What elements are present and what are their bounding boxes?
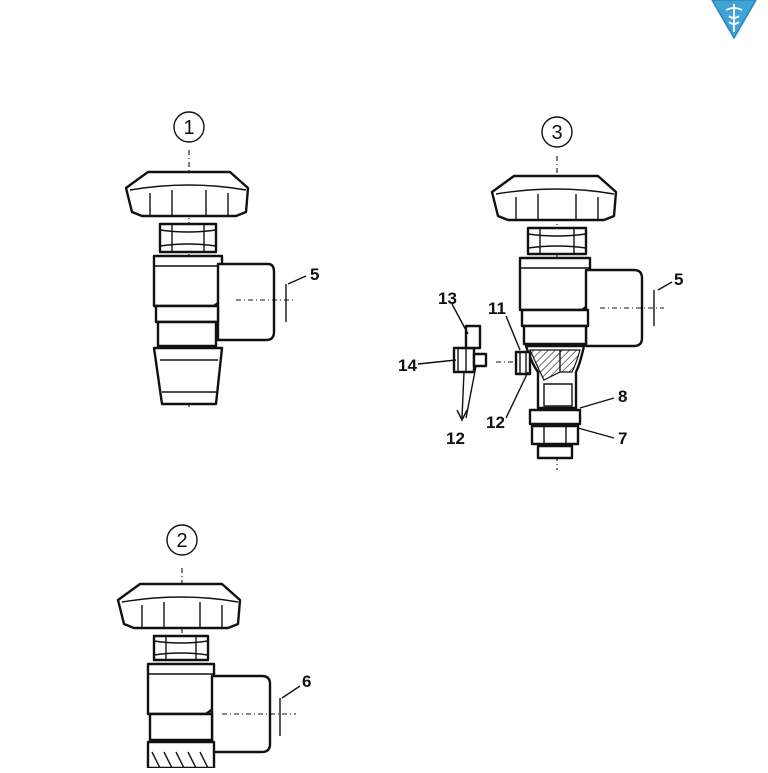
valve-view-3: 3 5 8: [398, 116, 683, 470]
handwheel: [490, 174, 618, 222]
valve-view-2: 2 6: [116, 524, 311, 770]
callout-13: 13: [438, 289, 457, 308]
gland-nut: [158, 222, 218, 254]
nut-8: [528, 408, 582, 426]
plug-11: [514, 350, 532, 376]
handwheel: [124, 170, 250, 218]
gland-nut: [152, 634, 210, 662]
valve-body: [146, 662, 216, 716]
view-number-circle: [166, 524, 198, 556]
side-outlet: [216, 262, 276, 342]
callout-5: 5: [310, 265, 319, 284]
gland-nut: [526, 226, 588, 256]
taper-thread: [152, 346, 224, 406]
logo: [711, 0, 757, 40]
valve-body: [518, 256, 592, 312]
callout-8: 8: [618, 387, 627, 406]
view-number: 3: [551, 122, 562, 144]
view-number: 1: [183, 117, 194, 139]
spigot: [536, 444, 574, 460]
plug-assembly: [452, 346, 476, 374]
valve-body: [152, 254, 224, 308]
view-number-circle: [541, 116, 573, 148]
callout-12: 12: [446, 429, 465, 448]
view-number-circle: [173, 111, 205, 143]
callout-12: 12: [486, 413, 505, 432]
caduceus-icon: [725, 4, 743, 32]
callout-5: 5: [674, 270, 683, 289]
pin-13: [464, 324, 482, 350]
callout-6: 6: [302, 672, 311, 691]
nut-7: [530, 424, 580, 446]
callout-11: 11: [488, 299, 506, 318]
valve-view-1: 1 5: [124, 111, 319, 410]
view-number: 2: [176, 530, 187, 552]
side-outlet: [210, 674, 272, 754]
callout-14: 14: [398, 356, 417, 375]
callout-7: 7: [618, 429, 627, 448]
handwheel: [116, 582, 242, 630]
